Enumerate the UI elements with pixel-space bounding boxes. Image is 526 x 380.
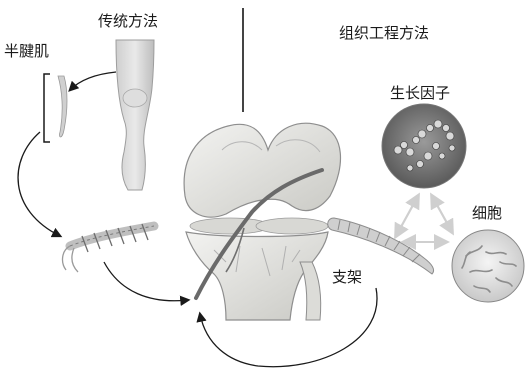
label-growth-factor: 生长因子 (390, 84, 450, 102)
arrow-tendon-to-graft (18, 132, 60, 236)
knee-joint-illustration (184, 123, 340, 320)
label-semitendinosus: 半腱肌 (4, 42, 49, 60)
scaffold-illustration (328, 218, 434, 274)
braided-graft-icon (63, 224, 154, 272)
interaction-triangle (396, 196, 452, 242)
cells-circle (452, 230, 524, 302)
arrow-graft-to-knee (104, 262, 188, 301)
label-scaffold: 支架 (332, 268, 362, 286)
label-cells: 细胞 (472, 204, 502, 222)
label-tissue-engineering-method: 组织工程方法 (339, 24, 429, 42)
growth-factor-circle (382, 104, 466, 188)
flow-arrows (18, 72, 377, 367)
leg-illustration (116, 40, 154, 190)
semitendinosus-graft (44, 74, 67, 142)
arrow-leg-to-tendon (70, 72, 116, 90)
label-traditional-method: 传统方法 (98, 12, 158, 30)
